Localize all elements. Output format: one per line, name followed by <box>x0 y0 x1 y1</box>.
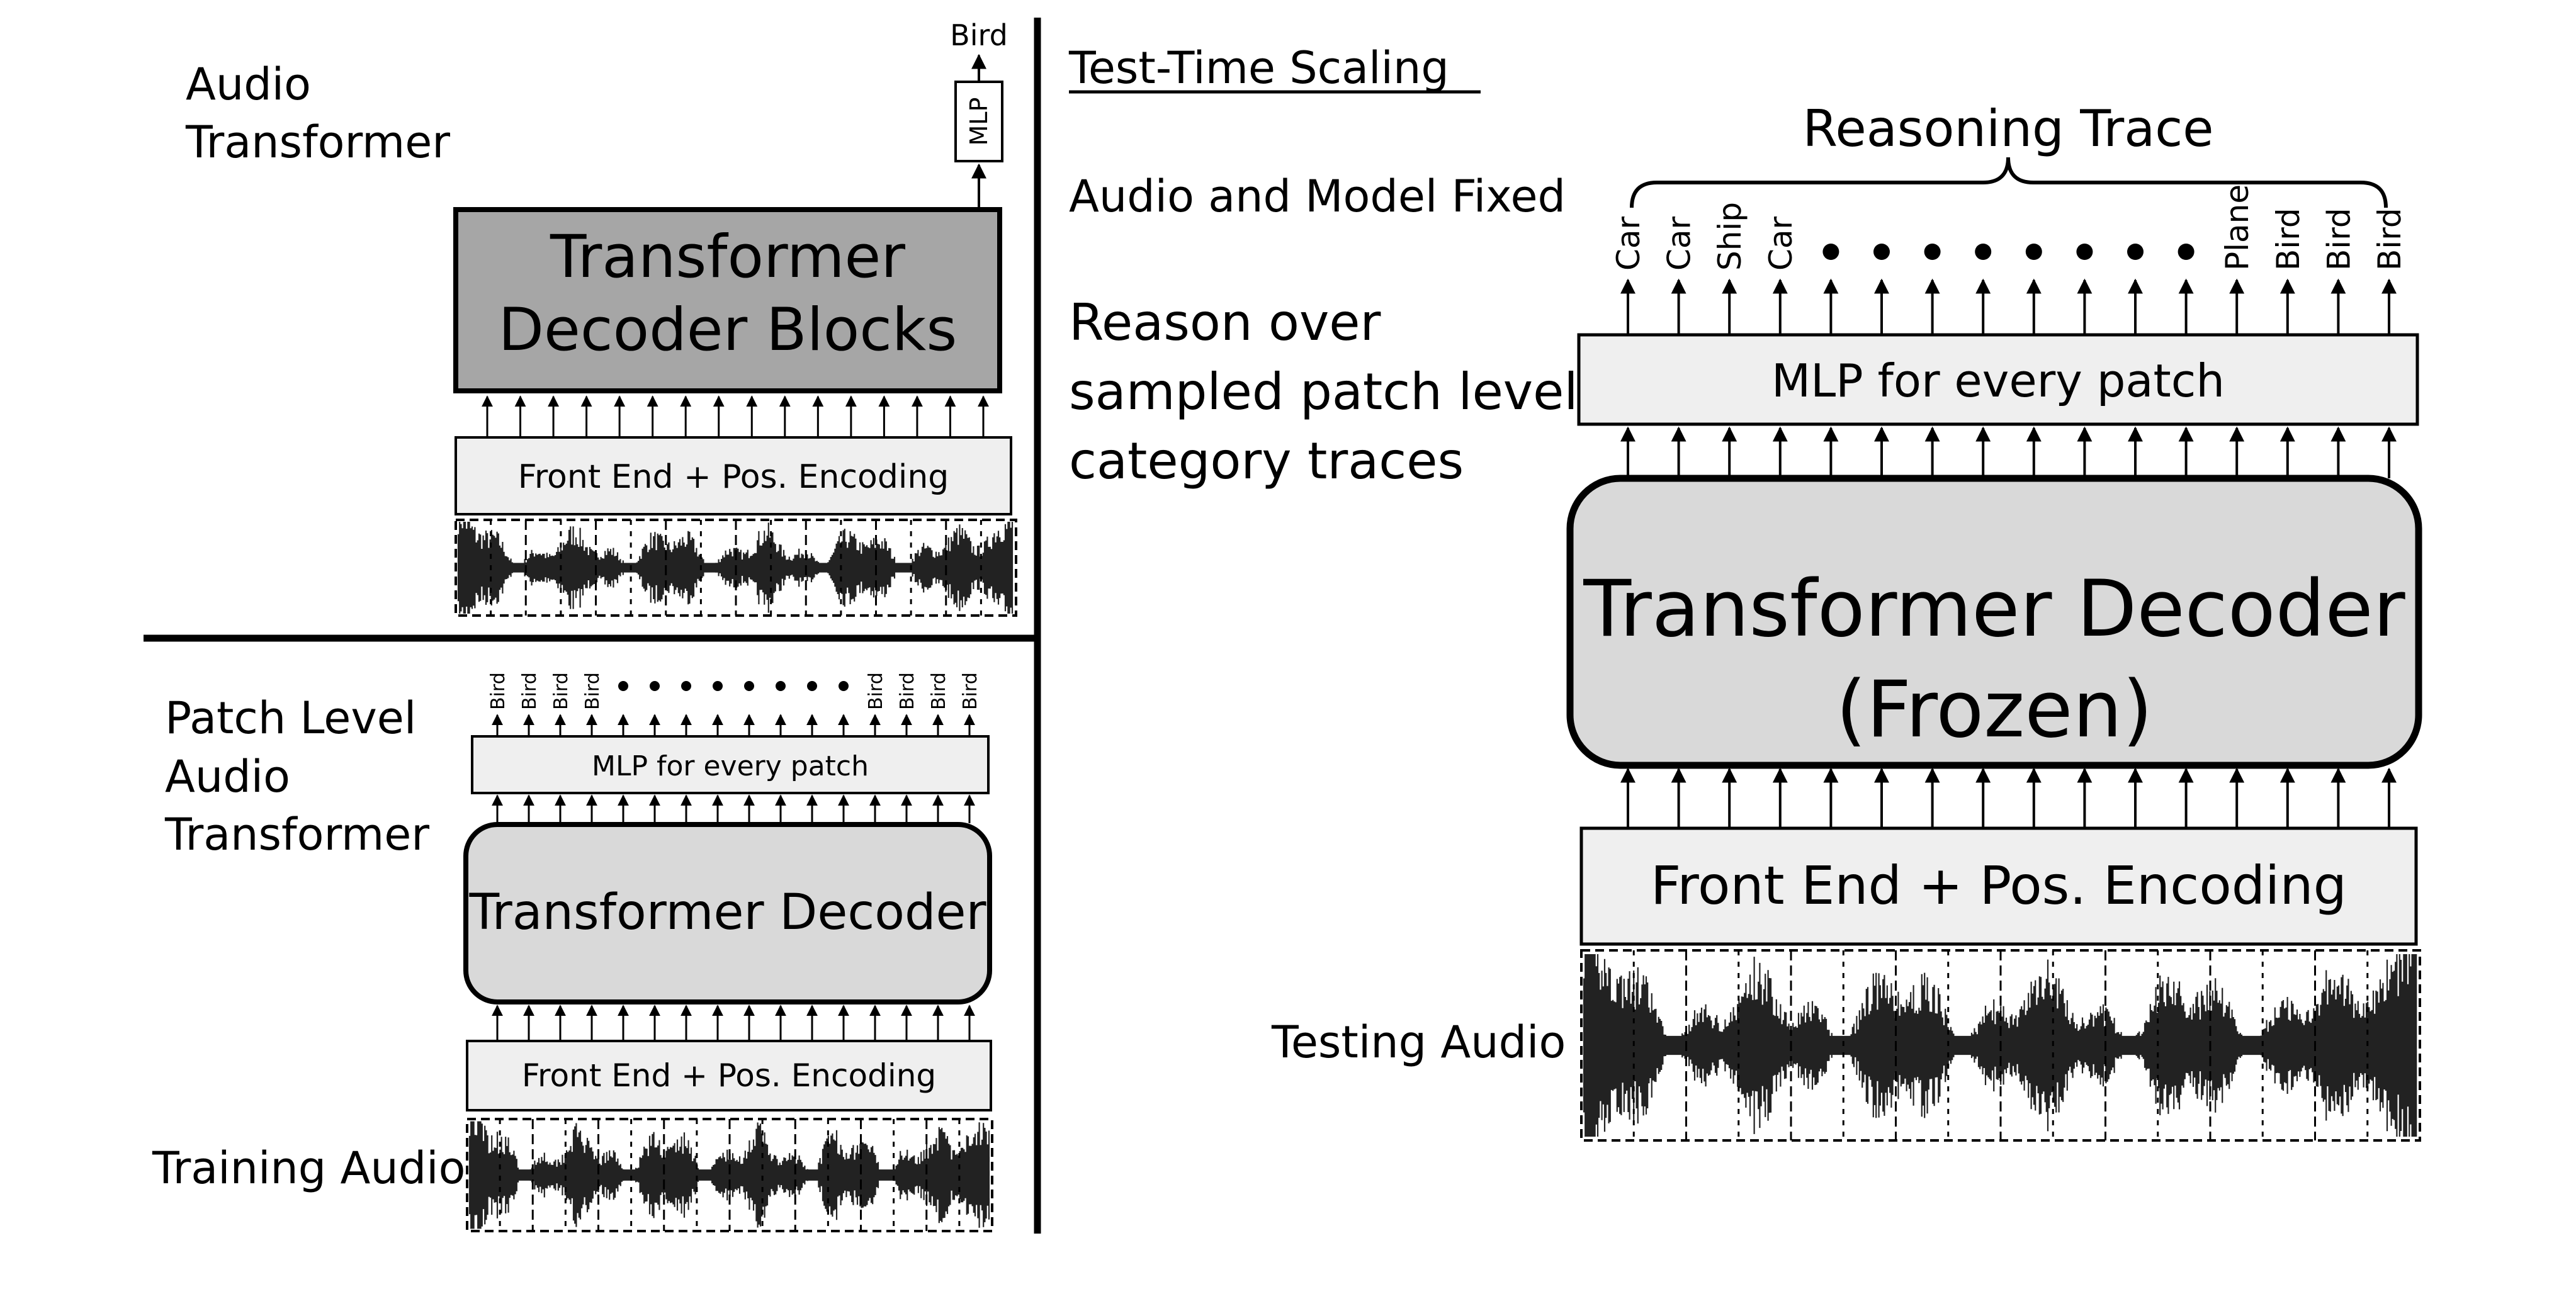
panel-a-decoder-blocks <box>453 207 1002 393</box>
panel-c-patch-outputs: Car Car Ship Car Plane Bird Bird Bird <box>1610 184 2408 271</box>
panel-b-output-ellipsis-dot <box>839 681 849 691</box>
panel-a-frontend <box>455 436 1012 515</box>
panel-b-output-label: Bird <box>550 672 572 710</box>
panel-c-output-label: Car <box>1661 216 1698 271</box>
panel-c-decoder-line2: (Frozen) <box>1836 665 2152 755</box>
panel-c-output-label: Ship <box>1712 202 1748 271</box>
panel-c-output-label: Bird <box>2270 208 2307 271</box>
panel-b-decoder <box>463 822 992 1004</box>
panel-c-output-ellipsis-dot <box>2076 244 2093 260</box>
panel-c-reason-line3: category traces <box>1069 432 1464 490</box>
panel-c-audio-label: Testing Audio <box>1271 1016 1566 1068</box>
panel-c-output-label: Bird <box>2371 208 2408 271</box>
panel-b-mlp-label: MLP for every patch <box>592 750 869 782</box>
panel-c-output-ellipsis-dot <box>1975 244 1992 260</box>
panel-c-output-arrows <box>1620 278 2397 334</box>
panel-c-output-label: Plane <box>2219 184 2256 271</box>
panel-b-frontend <box>466 1040 992 1111</box>
panel-c-heading: Test-Time Scaling <box>1068 42 1449 94</box>
panel-b-output-arrows <box>492 714 975 735</box>
panel-b-output-ellipsis-dot <box>744 681 754 691</box>
panel-b-frontend-label: Front End + Pos. Encoding <box>522 1057 936 1094</box>
panel-b-mlp <box>471 735 990 794</box>
panel-test-time-scaling: Test-Time Scaling Audio and Model Fixed … <box>1068 42 2422 1142</box>
panel-a-title-line1: Audio <box>186 59 311 110</box>
panel-c-output-ellipsis-dot <box>1924 244 1941 260</box>
panel-b-output-ellipsis-dot <box>681 681 691 691</box>
panel-c-frontend <box>1579 826 2418 946</box>
panel-b-output-ellipsis-dot <box>776 681 786 691</box>
panel-c-frontend-label: Front End + Pos. Encoding <box>1651 855 2347 916</box>
panel-c-trace-label: Reasoning Trace <box>1803 99 2214 158</box>
panel-c-output-ellipsis-dot <box>2025 244 2042 260</box>
panel-a-output-label: Bird <box>950 18 1008 52</box>
panel-c-output-label: Car <box>1610 216 1647 271</box>
panel-b-patch-outputs: Bird Bird Bird Bird Bird Bird Bird Bird <box>487 672 981 710</box>
panel-a-title-line2: Transformer <box>185 116 450 168</box>
panel-a-waveform-signal <box>457 522 1014 614</box>
panel-b-title-line1: Patch Level <box>165 692 416 744</box>
panel-b-title-line3: Transformer <box>164 809 429 860</box>
panel-audio-transformer: Audio Transformer Bird MLP Transformer D… <box>185 18 1017 617</box>
panel-a-mlp-head-label: MLP <box>965 98 993 146</box>
panel-b-output-label: Bird <box>519 672 541 710</box>
panel-b-output-label: Bird <box>865 672 887 710</box>
panel-c-decoder-arrows <box>1620 426 2397 478</box>
panel-c-trace-brace <box>1630 157 2388 208</box>
panel-c-decoder-line1: Transformer Decoder <box>1583 564 2405 655</box>
panel-b-title-line2: Audio <box>165 751 290 802</box>
panel-b-output-ellipsis-dot <box>713 681 723 691</box>
panel-c-mlp <box>1577 333 2419 426</box>
panel-c-fixed-note: Audio and Model Fixed <box>1069 171 1566 222</box>
panel-a-mlp-head <box>954 81 1003 162</box>
panel-b-decoder-arrows <box>492 794 975 823</box>
panel-c-output-label: Car <box>1763 216 1799 271</box>
panel-a-decoder-line1: Transformer <box>550 223 905 291</box>
panel-c-reason-line1: Reason over <box>1069 293 1381 352</box>
panel-a-waveform <box>455 519 1017 617</box>
panel-a-input-arrows <box>482 395 989 436</box>
panel-c-reason-line2: sampled patch level <box>1069 363 1578 421</box>
panel-c-waveform-signal <box>1583 954 2417 1137</box>
panel-b-output-label: Bird <box>959 672 981 710</box>
panel-b-output-label: Bird <box>582 672 604 710</box>
panel-b-waveform <box>466 1118 993 1232</box>
panel-b-output-label: Bird <box>928 672 950 710</box>
panel-a-frontend-label: Front End + Pos. Encoding <box>518 458 949 496</box>
panel-c-waveform <box>1580 949 2421 1142</box>
panel-b-output-ellipsis-dot <box>618 681 628 691</box>
panel-b-waveform-signal <box>468 1121 990 1229</box>
panel-b-decoder-label: Transformer Decoder <box>468 884 986 941</box>
panel-b-output-ellipsis-dot <box>650 681 660 691</box>
panel-c-output-label: Bird <box>2320 208 2357 271</box>
panel-b-output-label: Bird <box>487 672 509 710</box>
panel-b-output-label: Bird <box>896 672 918 710</box>
panel-b-audio-label: Training Audio <box>152 1142 465 1194</box>
panel-c-output-ellipsis-dot <box>2127 244 2144 260</box>
panel-c-output-ellipsis-dot <box>1822 244 1839 260</box>
panel-b-output-ellipsis-dot <box>807 681 817 691</box>
panel-b-input-arrows <box>492 1004 975 1040</box>
panel-c-mlp-label: MLP for every patch <box>1771 354 2225 407</box>
panel-a-decoder-line2: Decoder Blocks <box>499 296 958 364</box>
panel-c-output-ellipsis-dot <box>1873 244 1890 260</box>
panel-c-decoder <box>1566 475 2422 769</box>
panel-c-input-arrows <box>1620 767 2397 827</box>
panel-c-output-ellipsis-dot <box>2178 244 2195 260</box>
